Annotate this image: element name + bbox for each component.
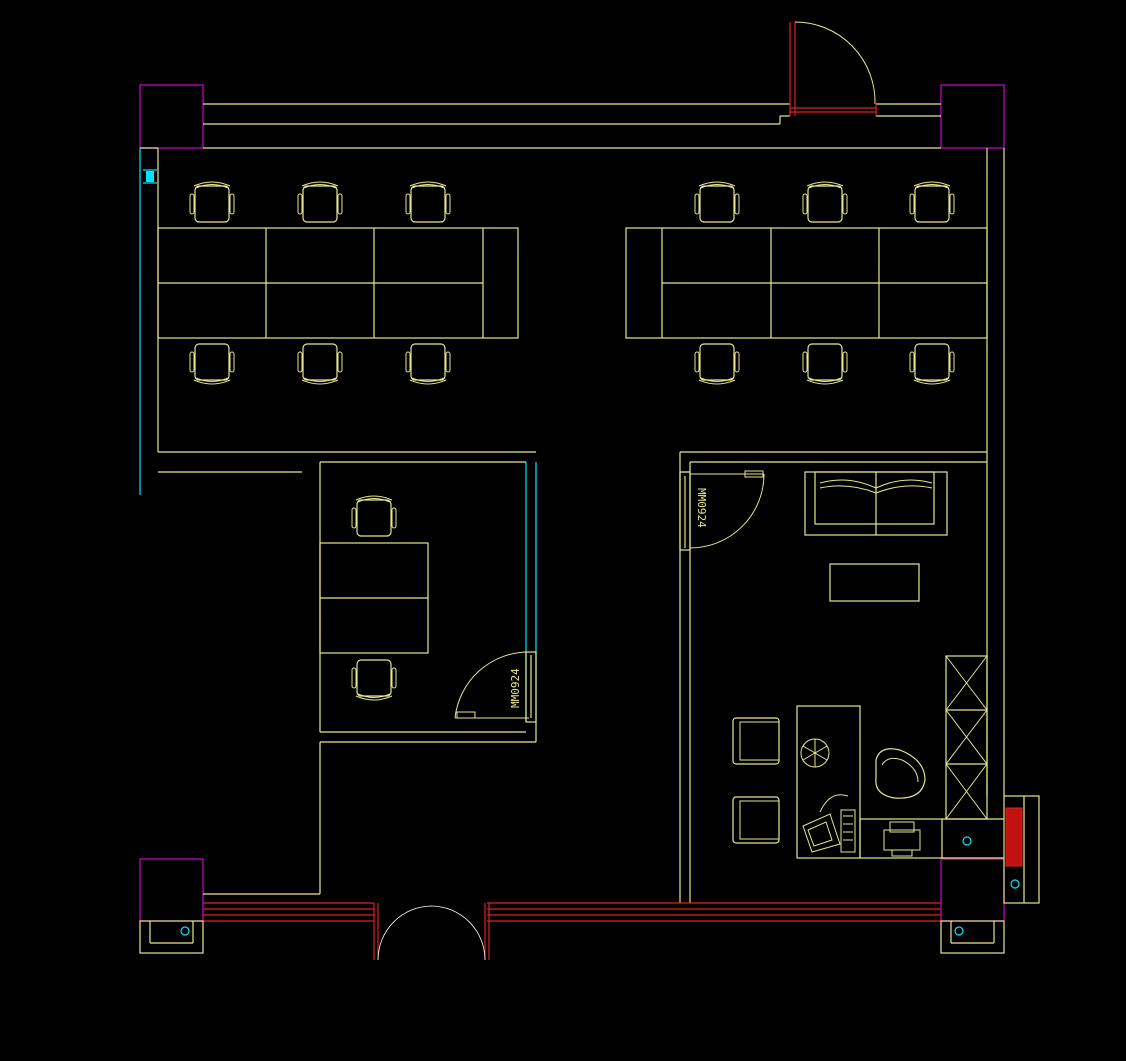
cabinet — [945, 655, 988, 820]
door-label-left: MM0924 — [509, 668, 522, 708]
office-chair — [351, 495, 397, 537]
office-chair — [189, 181, 235, 223]
executive-desk — [796, 705, 1004, 859]
door-label-right: MM0924 — [695, 488, 708, 528]
small-office-door — [454, 651, 530, 719]
office-chair — [694, 181, 740, 223]
desk-group-left — [157, 227, 519, 339]
office-chair — [405, 181, 451, 223]
office-chair — [802, 343, 848, 385]
column-bottom-left — [139, 858, 204, 922]
manager-office-door — [689, 473, 765, 549]
column-top-left — [139, 84, 204, 149]
office-chair — [189, 343, 235, 385]
manager-office: MM0924 — [679, 470, 1004, 859]
office-chair — [694, 343, 740, 385]
executive-chair — [875, 748, 926, 799]
office-chair — [405, 343, 451, 385]
glass-partitions — [139, 148, 690, 722]
small-office: MM0924 — [319, 461, 537, 743]
guest-armchair-1 — [732, 717, 780, 765]
office-chair — [909, 181, 955, 223]
entrance-door-bottom — [377, 905, 486, 961]
office-chair — [297, 343, 343, 385]
office-chair — [909, 343, 955, 385]
guest-armchair-2 — [732, 796, 780, 844]
office-chair — [351, 659, 397, 701]
column-bottom-right — [940, 858, 1005, 922]
office-chair — [297, 181, 343, 223]
windows — [203, 22, 941, 960]
office-chairs — [189, 181, 955, 701]
entrance-door-top — [794, 21, 876, 105]
sofa — [804, 471, 948, 536]
coffee-table — [829, 563, 920, 602]
office-chair — [802, 181, 848, 223]
exterior-walls — [140, 103, 1005, 903]
columns — [139, 84, 1005, 922]
pipe-shafts — [139, 795, 1040, 954]
column-top-right — [940, 84, 1005, 149]
desk-group-right — [625, 227, 988, 339]
